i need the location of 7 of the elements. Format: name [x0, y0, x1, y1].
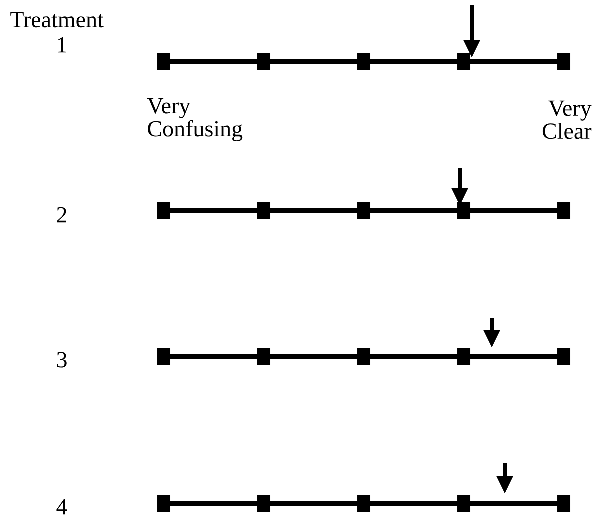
scale-label: 4 [56, 499, 68, 515]
scale-label: Treatment [10, 12, 104, 28]
scale-label: Very Clear [542, 100, 592, 140]
scale-label: 1 [58, 37, 66, 53]
scale-label: 2 [57, 207, 66, 223]
scale-label: Very Confusing [147, 98, 243, 142]
scale-label: 3 [57, 352, 67, 368]
